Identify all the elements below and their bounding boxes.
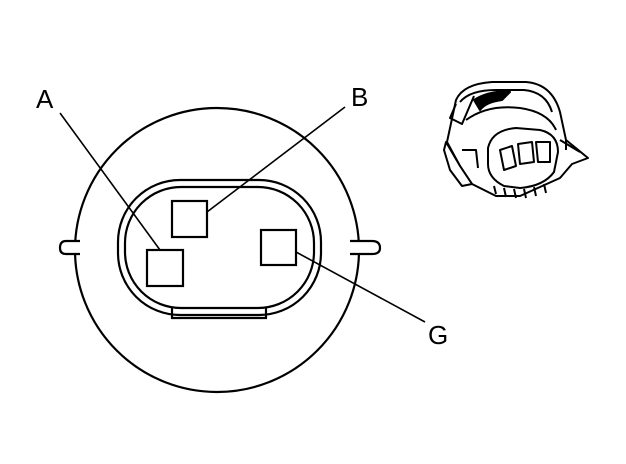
connector-opening (473, 90, 511, 111)
left-mounting-tab (58, 239, 80, 256)
connector-inner-terminal-right (535, 141, 551, 163)
cavity-inner-outline (123, 185, 316, 310)
connector-latch (449, 95, 475, 125)
connector-face (58, 106, 382, 394)
label-b: B (351, 82, 368, 112)
leader-line-g (295, 251, 426, 323)
leader-line-b (206, 106, 346, 213)
terminal-g (259, 228, 298, 267)
connector-shoulder (465, 106, 557, 131)
terminal-b (170, 199, 209, 239)
connector-inner-terminal-middle (517, 141, 535, 165)
leader-line-a (59, 112, 161, 251)
terminal-a (145, 248, 185, 288)
connector-top-rim (459, 89, 553, 113)
label-a: A (36, 84, 54, 114)
connector-bottom-ribs (493, 183, 547, 199)
leader-lines (59, 106, 426, 323)
connector-right-flange (559, 139, 581, 153)
connector-side-wing (443, 141, 473, 187)
right-mounting-tab (350, 239, 382, 256)
label-g: G (428, 320, 448, 350)
connector-inner-terminal-left (499, 145, 517, 171)
connector-isometric-view (443, 81, 589, 199)
keying-notch (170, 308, 268, 320)
connector-side-wing-detail (462, 149, 479, 169)
